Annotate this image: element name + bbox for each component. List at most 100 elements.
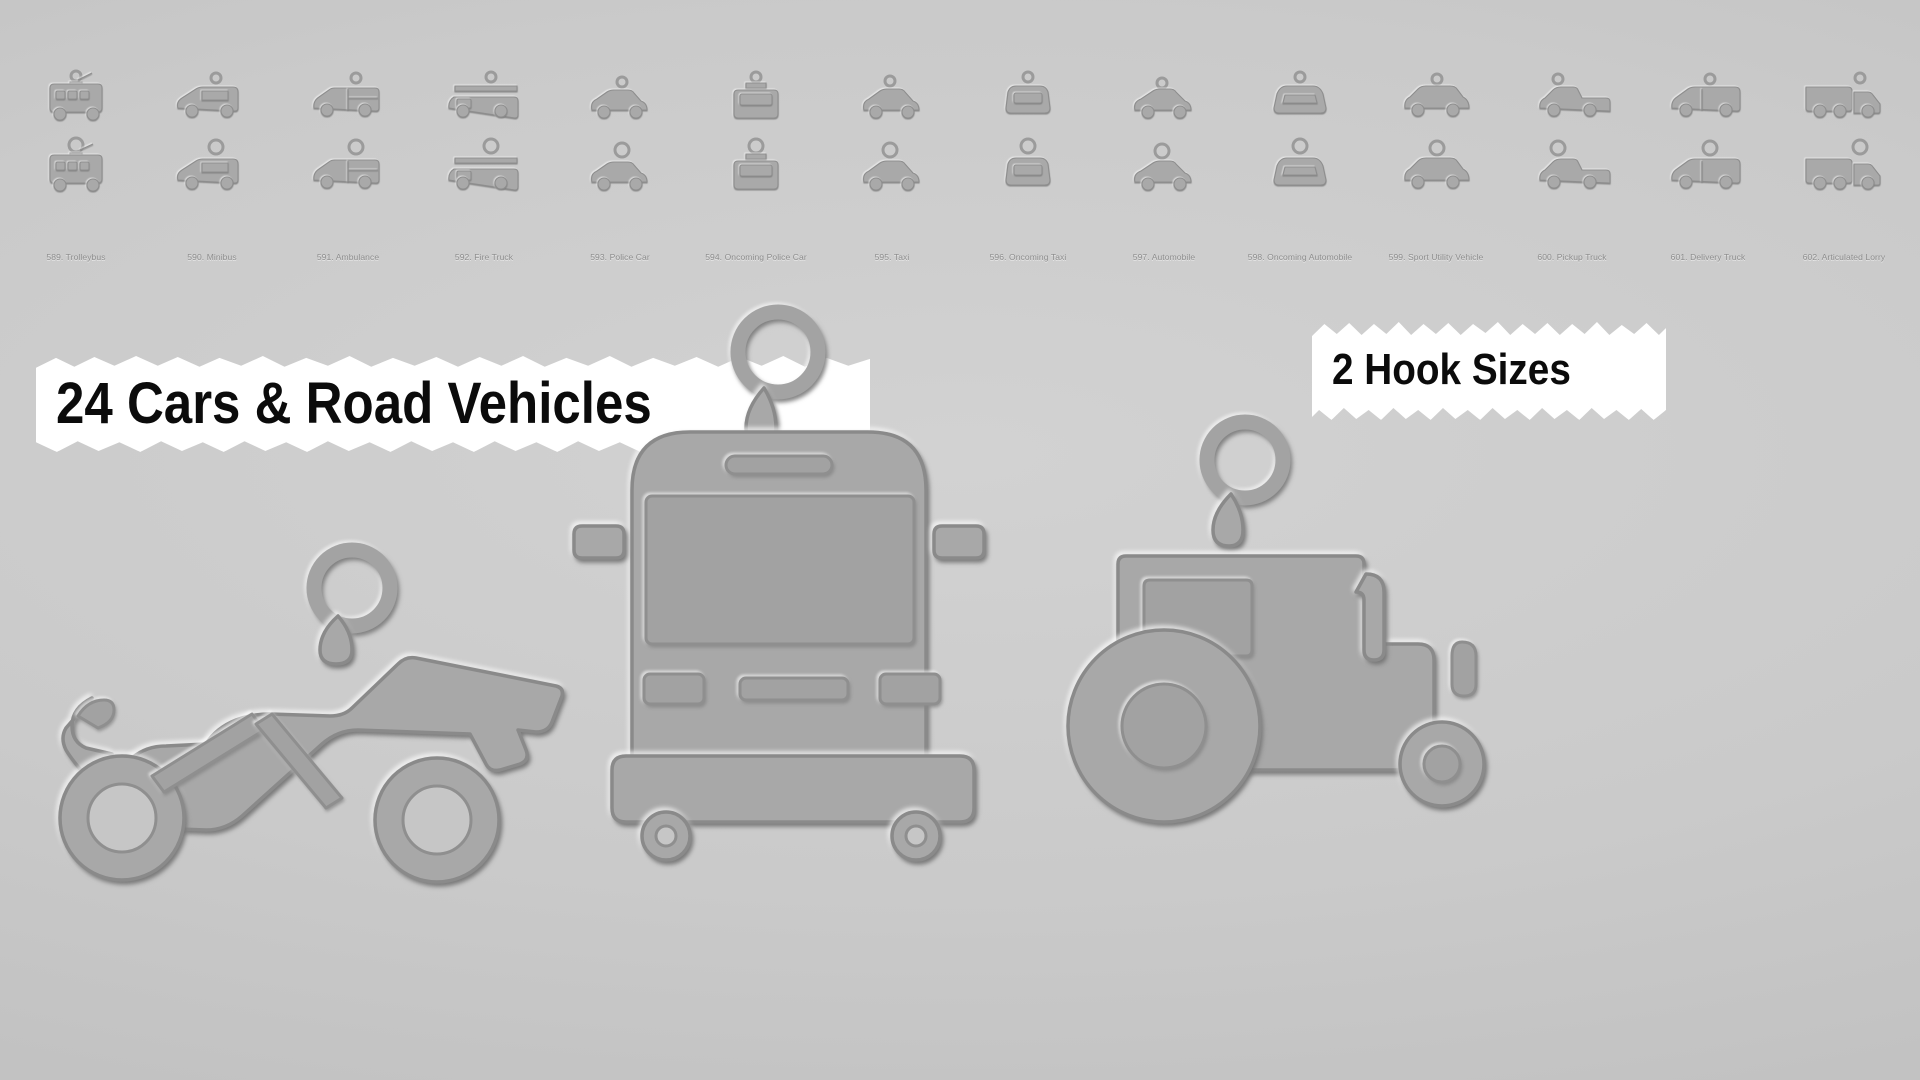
preview-item-label: 591. Ambulance bbox=[316, 252, 380, 262]
variant-large-hook bbox=[1532, 130, 1612, 202]
preview-item-taxi[interactable]: 595. Taxi bbox=[830, 62, 954, 262]
variant-large-hook bbox=[856, 130, 928, 202]
variant-large-hook bbox=[441, 130, 527, 202]
variant-small-hook bbox=[172, 62, 252, 130]
variant-large-hook bbox=[1800, 130, 1888, 202]
variant-small-hook bbox=[1532, 62, 1612, 130]
preview-item-label: 589. Trolleybus bbox=[46, 252, 106, 262]
variant-large-hook bbox=[308, 130, 388, 202]
variant-large-hook bbox=[1666, 130, 1750, 202]
preview-item-police-car[interactable]: 593. Police Car bbox=[558, 62, 682, 262]
delivery-truck-icon bbox=[1666, 68, 1750, 124]
variant-large-hook bbox=[1128, 130, 1200, 202]
hook-stem bbox=[1211, 492, 1245, 548]
preview-item-label: 596. Oncoming Taxi bbox=[989, 252, 1067, 262]
hook-ring-icon bbox=[1199, 414, 1291, 506]
variant-small-hook bbox=[308, 62, 388, 130]
police-car-icon bbox=[584, 68, 656, 124]
hook-ring-icon bbox=[306, 542, 398, 634]
preview-item-minibus[interactable]: 590. Minibus bbox=[150, 62, 274, 262]
variant-large-hook bbox=[584, 130, 656, 202]
preview-item-label: 595. Taxi bbox=[874, 252, 910, 262]
oncoming-taxi-icon bbox=[996, 136, 1060, 196]
preview-item-delivery-truck[interactable]: 601. Delivery Truck bbox=[1646, 62, 1770, 262]
variant-large-hook bbox=[172, 130, 252, 202]
variant-small-hook bbox=[1128, 62, 1200, 130]
ambulance-icon bbox=[308, 68, 388, 124]
banner-hooks-text: 2 Hook Sizes bbox=[1332, 345, 1571, 394]
taxi-icon bbox=[856, 68, 928, 124]
oncoming-police-car-icon bbox=[724, 68, 788, 124]
taxi-icon bbox=[856, 136, 928, 196]
preview-item-trolleybus[interactable]: 589. Trolleybus bbox=[14, 62, 138, 262]
preview-item-pickup-truck[interactable]: 600. Pickup Truck bbox=[1510, 62, 1634, 262]
variant-small-hook bbox=[441, 62, 527, 130]
tractor-headlight bbox=[1450, 640, 1478, 698]
hook-stem bbox=[318, 614, 354, 666]
automobile-icon bbox=[1128, 68, 1200, 124]
oncoming-automobile-icon bbox=[1265, 68, 1335, 124]
pickup-truck-icon bbox=[1532, 136, 1612, 196]
preview-item-label: 600. Pickup Truck bbox=[1537, 252, 1607, 262]
fire-truck-icon bbox=[441, 136, 527, 196]
delivery-truck-icon bbox=[1666, 136, 1750, 196]
ambulance-icon bbox=[308, 136, 388, 196]
minibus-icon bbox=[172, 136, 252, 196]
pickup-truck-icon bbox=[1532, 68, 1612, 124]
bus-windscreen bbox=[644, 494, 916, 646]
preview-item-oncoming-taxi[interactable]: 596. Oncoming Taxi bbox=[966, 62, 1090, 262]
variant-small-hook bbox=[1800, 62, 1888, 130]
banner-vehicles: 24 Cars & Road Vehicles bbox=[36, 355, 870, 452]
tractor-exhaust bbox=[1354, 572, 1386, 662]
articulated-lorry-icon bbox=[1800, 136, 1888, 196]
tractor-front-hub bbox=[1422, 744, 1462, 784]
preview-item-automobile[interactable]: 597. Automobile bbox=[1102, 62, 1226, 262]
variant-small-hook bbox=[584, 62, 656, 130]
automobile-icon bbox=[1128, 136, 1200, 196]
variant-small-hook bbox=[1397, 62, 1475, 130]
bus-headlight-right bbox=[878, 672, 942, 706]
banner-hooks: 2 Hook Sizes bbox=[1312, 322, 1666, 420]
preview-item-suv[interactable]: 599. Sport Utility Vehicle bbox=[1374, 62, 1498, 262]
hook-ring-icon bbox=[730, 304, 826, 400]
variant-large-hook bbox=[40, 130, 112, 202]
bus-bumper bbox=[610, 754, 976, 824]
minibus-icon bbox=[172, 68, 252, 124]
variant-small-hook bbox=[1265, 62, 1335, 130]
bus-headlight-left bbox=[642, 672, 706, 706]
preview-item-label: 592. Fire Truck bbox=[454, 252, 514, 262]
preview-item-articulated-lorry[interactable]: 602. Articulated Lorry bbox=[1782, 62, 1906, 262]
preview-item-label: 601. Delivery Truck bbox=[1670, 252, 1746, 262]
oncoming-taxi-icon bbox=[996, 68, 1060, 124]
oncoming-automobile-icon bbox=[1265, 136, 1335, 196]
bus-grille bbox=[738, 676, 850, 702]
preview-item-label: 593. Police Car bbox=[590, 252, 650, 262]
bus-roof-vent bbox=[724, 454, 834, 476]
variant-small-hook bbox=[996, 62, 1060, 130]
preview-item-oncoming-police-car[interactable]: 594. Oncoming Police Car bbox=[694, 62, 818, 262]
hero-model-motorcycle[interactable] bbox=[22, 508, 582, 908]
variant-small-hook bbox=[724, 62, 788, 130]
preview-item-oncoming-automobile[interactable]: 598. Oncoming Automobile bbox=[1238, 62, 1362, 262]
suv-icon bbox=[1397, 136, 1475, 196]
variant-large-hook bbox=[1265, 130, 1335, 202]
preview-item-label: 598. Oncoming Automobile bbox=[1247, 252, 1353, 262]
bus-mirror-right bbox=[932, 524, 986, 560]
variant-large-hook bbox=[1397, 130, 1475, 202]
preview-item-ambulance[interactable]: 591. Ambulance bbox=[286, 62, 410, 262]
hero-model-tractor[interactable] bbox=[1030, 408, 1550, 838]
motorcycle-windshield bbox=[76, 698, 116, 730]
hero-model-bus[interactable] bbox=[560, 300, 1030, 900]
police-car-icon bbox=[584, 136, 656, 196]
variant-large-hook bbox=[996, 130, 1060, 202]
trolleybus-icon bbox=[40, 136, 112, 196]
preview-item-label: 602. Articulated Lorry bbox=[1802, 252, 1886, 262]
preview-item-fire-truck[interactable]: 592. Fire Truck bbox=[422, 62, 546, 262]
oncoming-police-car-icon bbox=[724, 136, 788, 196]
preview-grid: 589. Trolleybus bbox=[0, 62, 1920, 272]
tractor-rear-hub bbox=[1120, 682, 1208, 770]
preview-item-label: 590. Minibus bbox=[187, 252, 237, 262]
fire-truck-icon bbox=[441, 68, 527, 124]
preview-item-label: 597. Automobile bbox=[1132, 252, 1196, 262]
